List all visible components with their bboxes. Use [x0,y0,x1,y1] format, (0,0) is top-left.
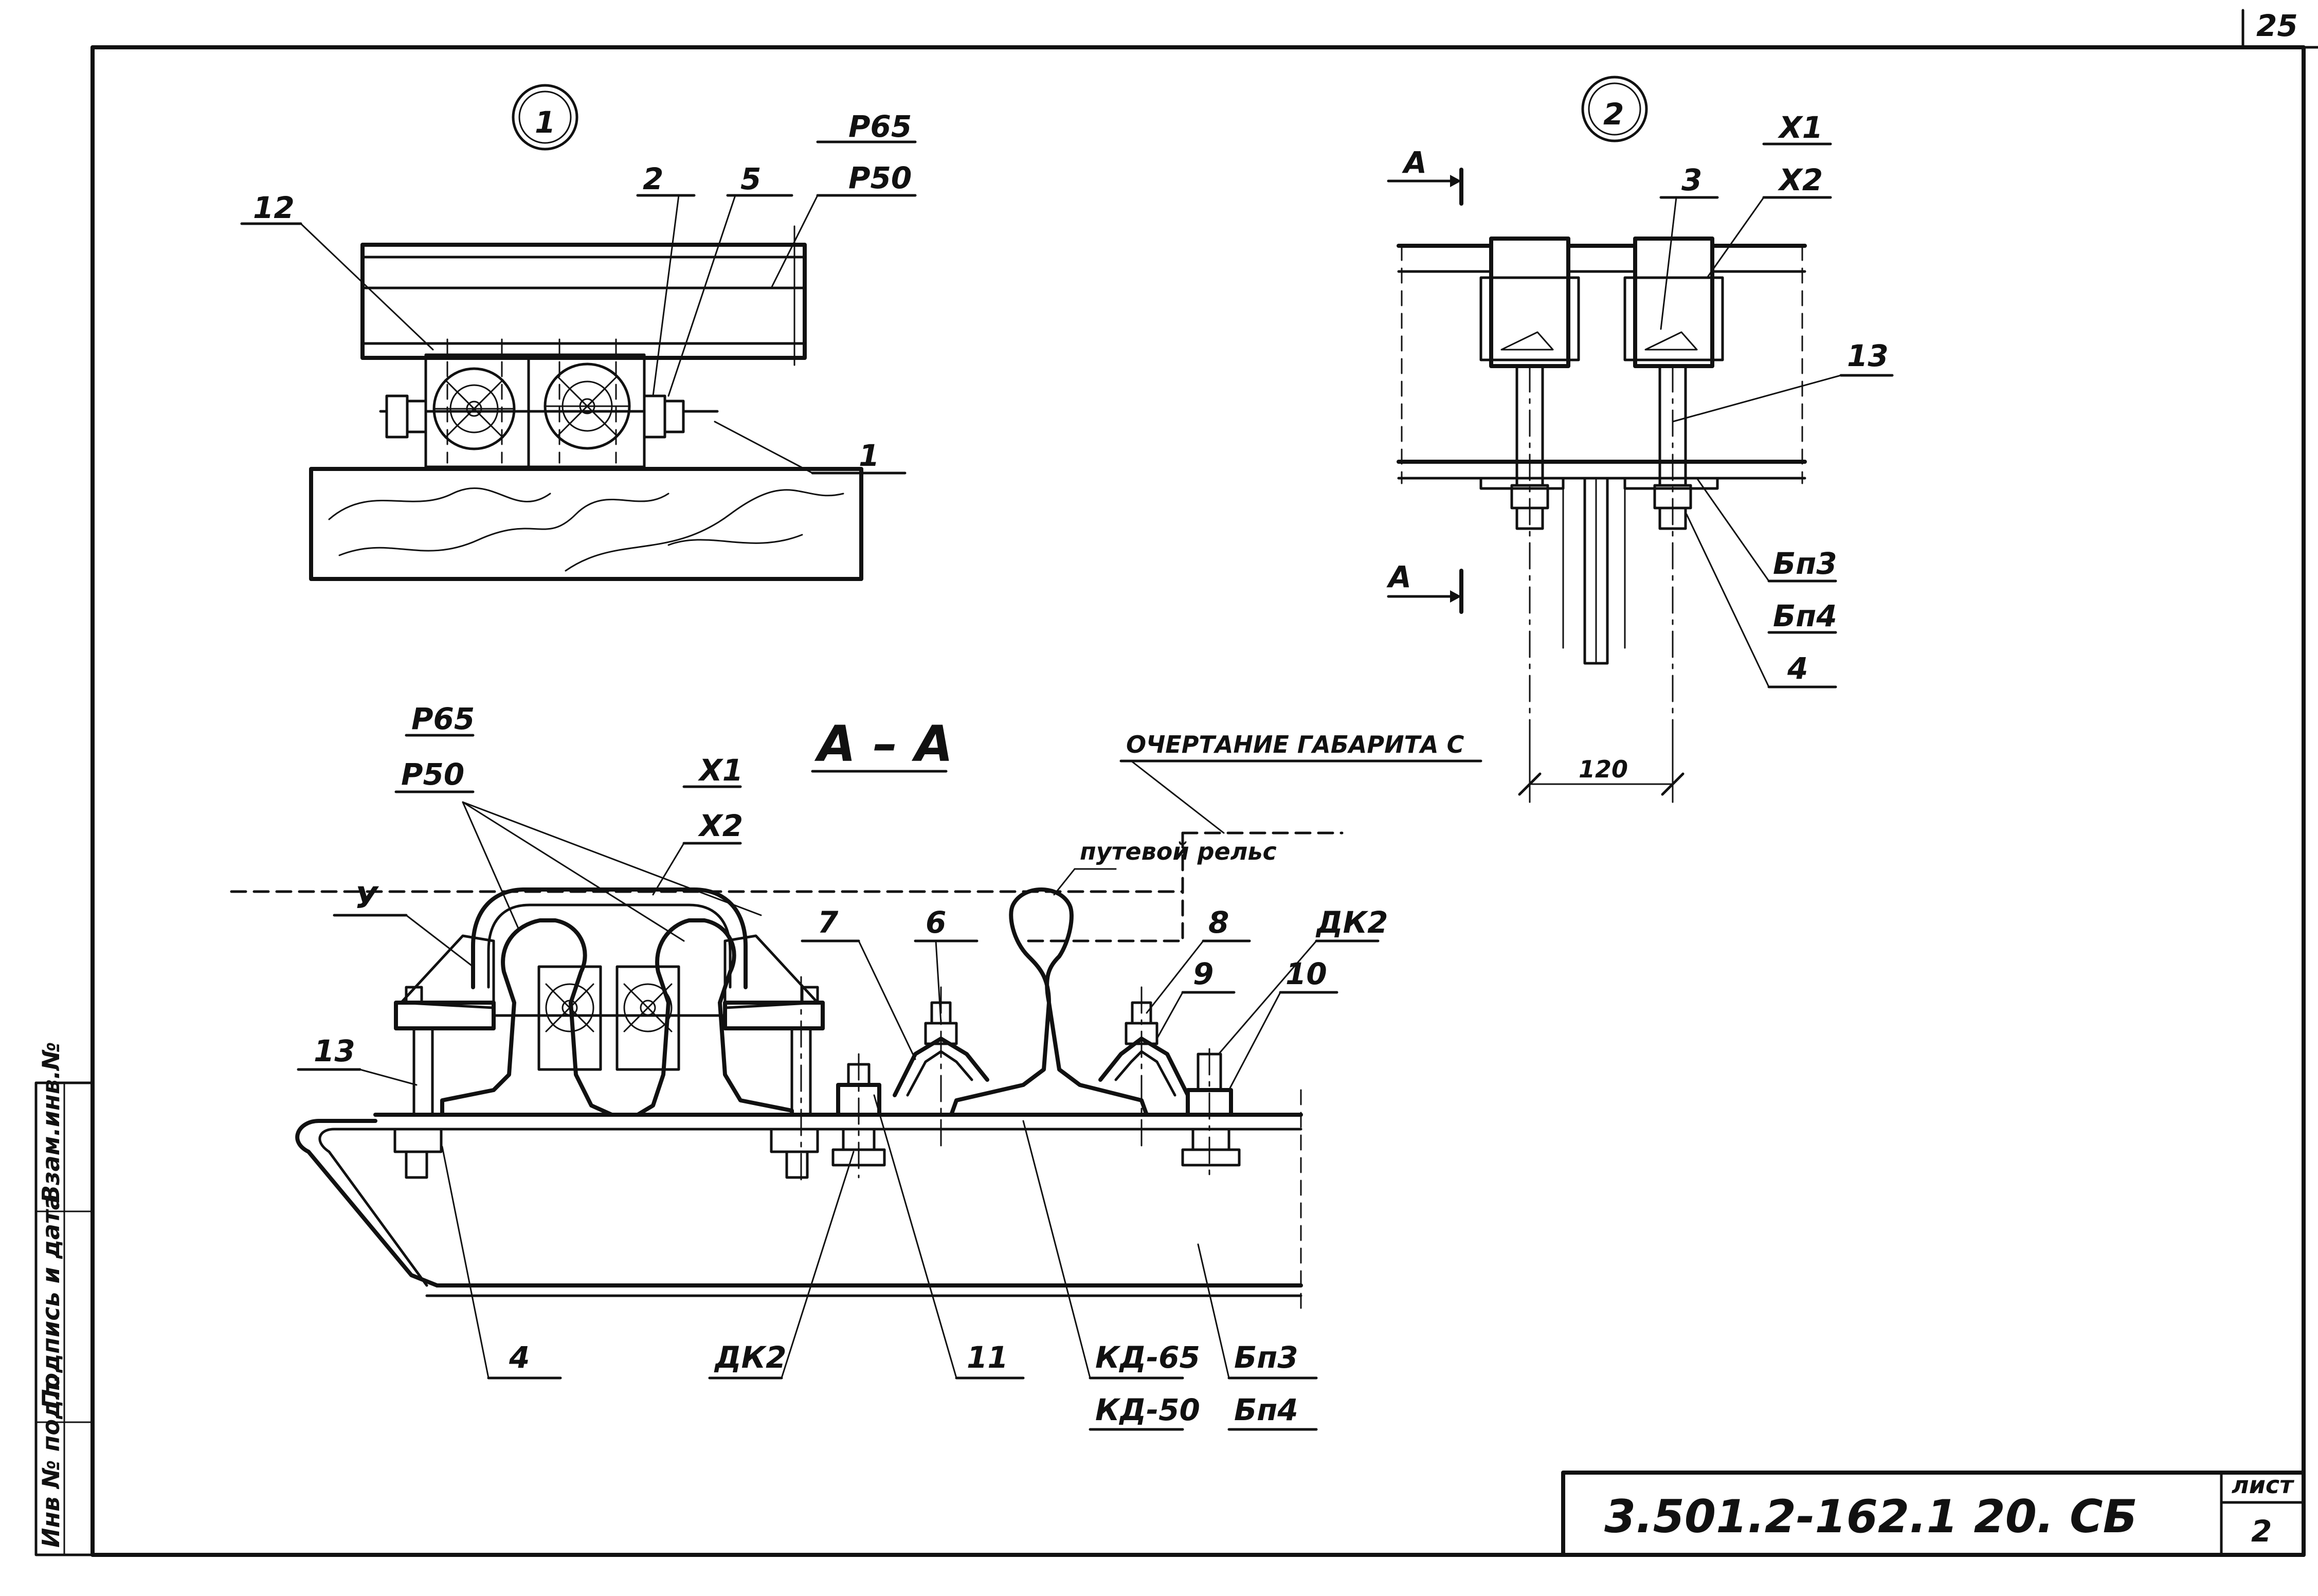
view-2-label-4: 4 [1787,651,1808,686]
section-aa-label-13: 13 [314,1033,355,1068]
section-aa-label-10: 10 [1285,956,1327,991]
view-2-section-a-bottom: А [1386,559,1411,594]
view-1-rail [360,225,807,366]
view-2-label-x2: Х2 [1778,162,1823,197]
view-1-label-2: 2 [643,161,663,196]
view-1-label-p65: Р65 [848,109,912,144]
section-aa-track-rail-label: путевой рельс [1080,838,1277,865]
stamp-inventory-original: Инв № подл. [37,1374,65,1548]
section-aa-girder [295,1089,1303,1317]
side-stamp: Инв № подл. Подпись и дата Взам.инв.№ [34,1042,94,1556]
section-aa-leaders [297,734,1380,1431]
list-number: 2 [2251,1514,2272,1549]
section-aa-label-y: У [355,880,379,915]
section-aa-label-bp3: Бп3 [1234,1340,1298,1375]
view-2 [1387,76,1894,803]
view-2-marker-circle [1581,76,1648,142]
view-2-label-bp4: Бп4 [1773,598,1837,633]
section-aa-label-4: 4 [509,1340,530,1375]
view-2-bolts [1510,365,1692,747]
section-aa-clamp-frame [394,887,825,1030]
section-aa-clamped-rails [440,918,794,1117]
view-2-dimension-120: 120 [1579,755,1628,783]
view-2-leaders [1659,142,1894,688]
view-2-label-bp3: Бп3 [1773,546,1837,581]
view-1-label-12: 12 [253,190,295,225]
view-2-label-3: 3 [1681,162,1702,197]
section-aa-label-x2: Х2 [698,808,743,843]
view-1-leaders [240,140,917,475]
view-2-dimension [1518,745,1685,803]
section-aa-gauge-outline: ОЧЕРТАНИЕ ГАБАРИТА С [1126,731,1464,758]
page-number: 25 [2256,8,2298,43]
section-aa-label-p50: Р50 [401,757,464,792]
section-aa-rail-fastenings [831,986,1241,1178]
view-2-girder [1397,244,1807,484]
drawing-code: 3.501.2-162.1 20. СБ [1604,1490,2138,1543]
title-block [1561,1471,2306,1557]
view-1-marker-number: 1 [535,105,555,140]
section-aa-track-rail [949,887,1149,1117]
section-aa-label-x1: Х1 [698,753,743,788]
section-aa-label-7: 7 [818,905,839,940]
stamp-signature-date: Подпись и дата [37,1194,65,1409]
section-aa-label-dk2-top: ДК2 [1315,905,1388,940]
section-aa-label-11: 11 [967,1340,1008,1375]
section-aa-title: А – А [814,715,953,773]
list-label: лист [2232,1471,2294,1499]
section-aa-label-kd65: КД-65 [1095,1340,1200,1375]
view-2-marker-number: 2 [1603,97,1624,132]
section-aa-label-p65: Р65 [411,701,475,736]
section-aa-label-8: 8 [1208,905,1229,940]
section-aa-label-bp4: Бп4 [1234,1392,1298,1427]
view-2-section-a-top: А [1402,145,1427,180]
view-2-label-x1: Х1 [1778,110,1823,145]
section-aa-label-6: 6 [926,905,946,940]
view-1-marker-circle [512,84,578,151]
view-1-label-p50: Р50 [848,160,912,195]
view-1-through-bolt [379,394,719,439]
view-2-label-13: 13 [1847,338,1889,373]
section-aa [230,734,1482,1431]
stamp-replacement-inventory: Взам.инв.№ [37,1042,65,1203]
section-aa-label-9: 9 [1193,956,1214,991]
section-aa-label-kd50: КД-50 [1095,1392,1200,1427]
sheet-frame [90,9,2318,1557]
section-aa-end-bolts [393,976,819,1184]
view-1-label-1: 1 [859,438,879,473]
view-1-label-5: 5 [740,161,761,196]
view-2-base-plate [1479,477,1719,665]
view-1 [240,84,917,581]
view-1-sleeper [309,467,863,581]
view-2-clamps [1479,237,1724,368]
section-aa-label-dk2-bottom: ДК2 [714,1340,786,1375]
